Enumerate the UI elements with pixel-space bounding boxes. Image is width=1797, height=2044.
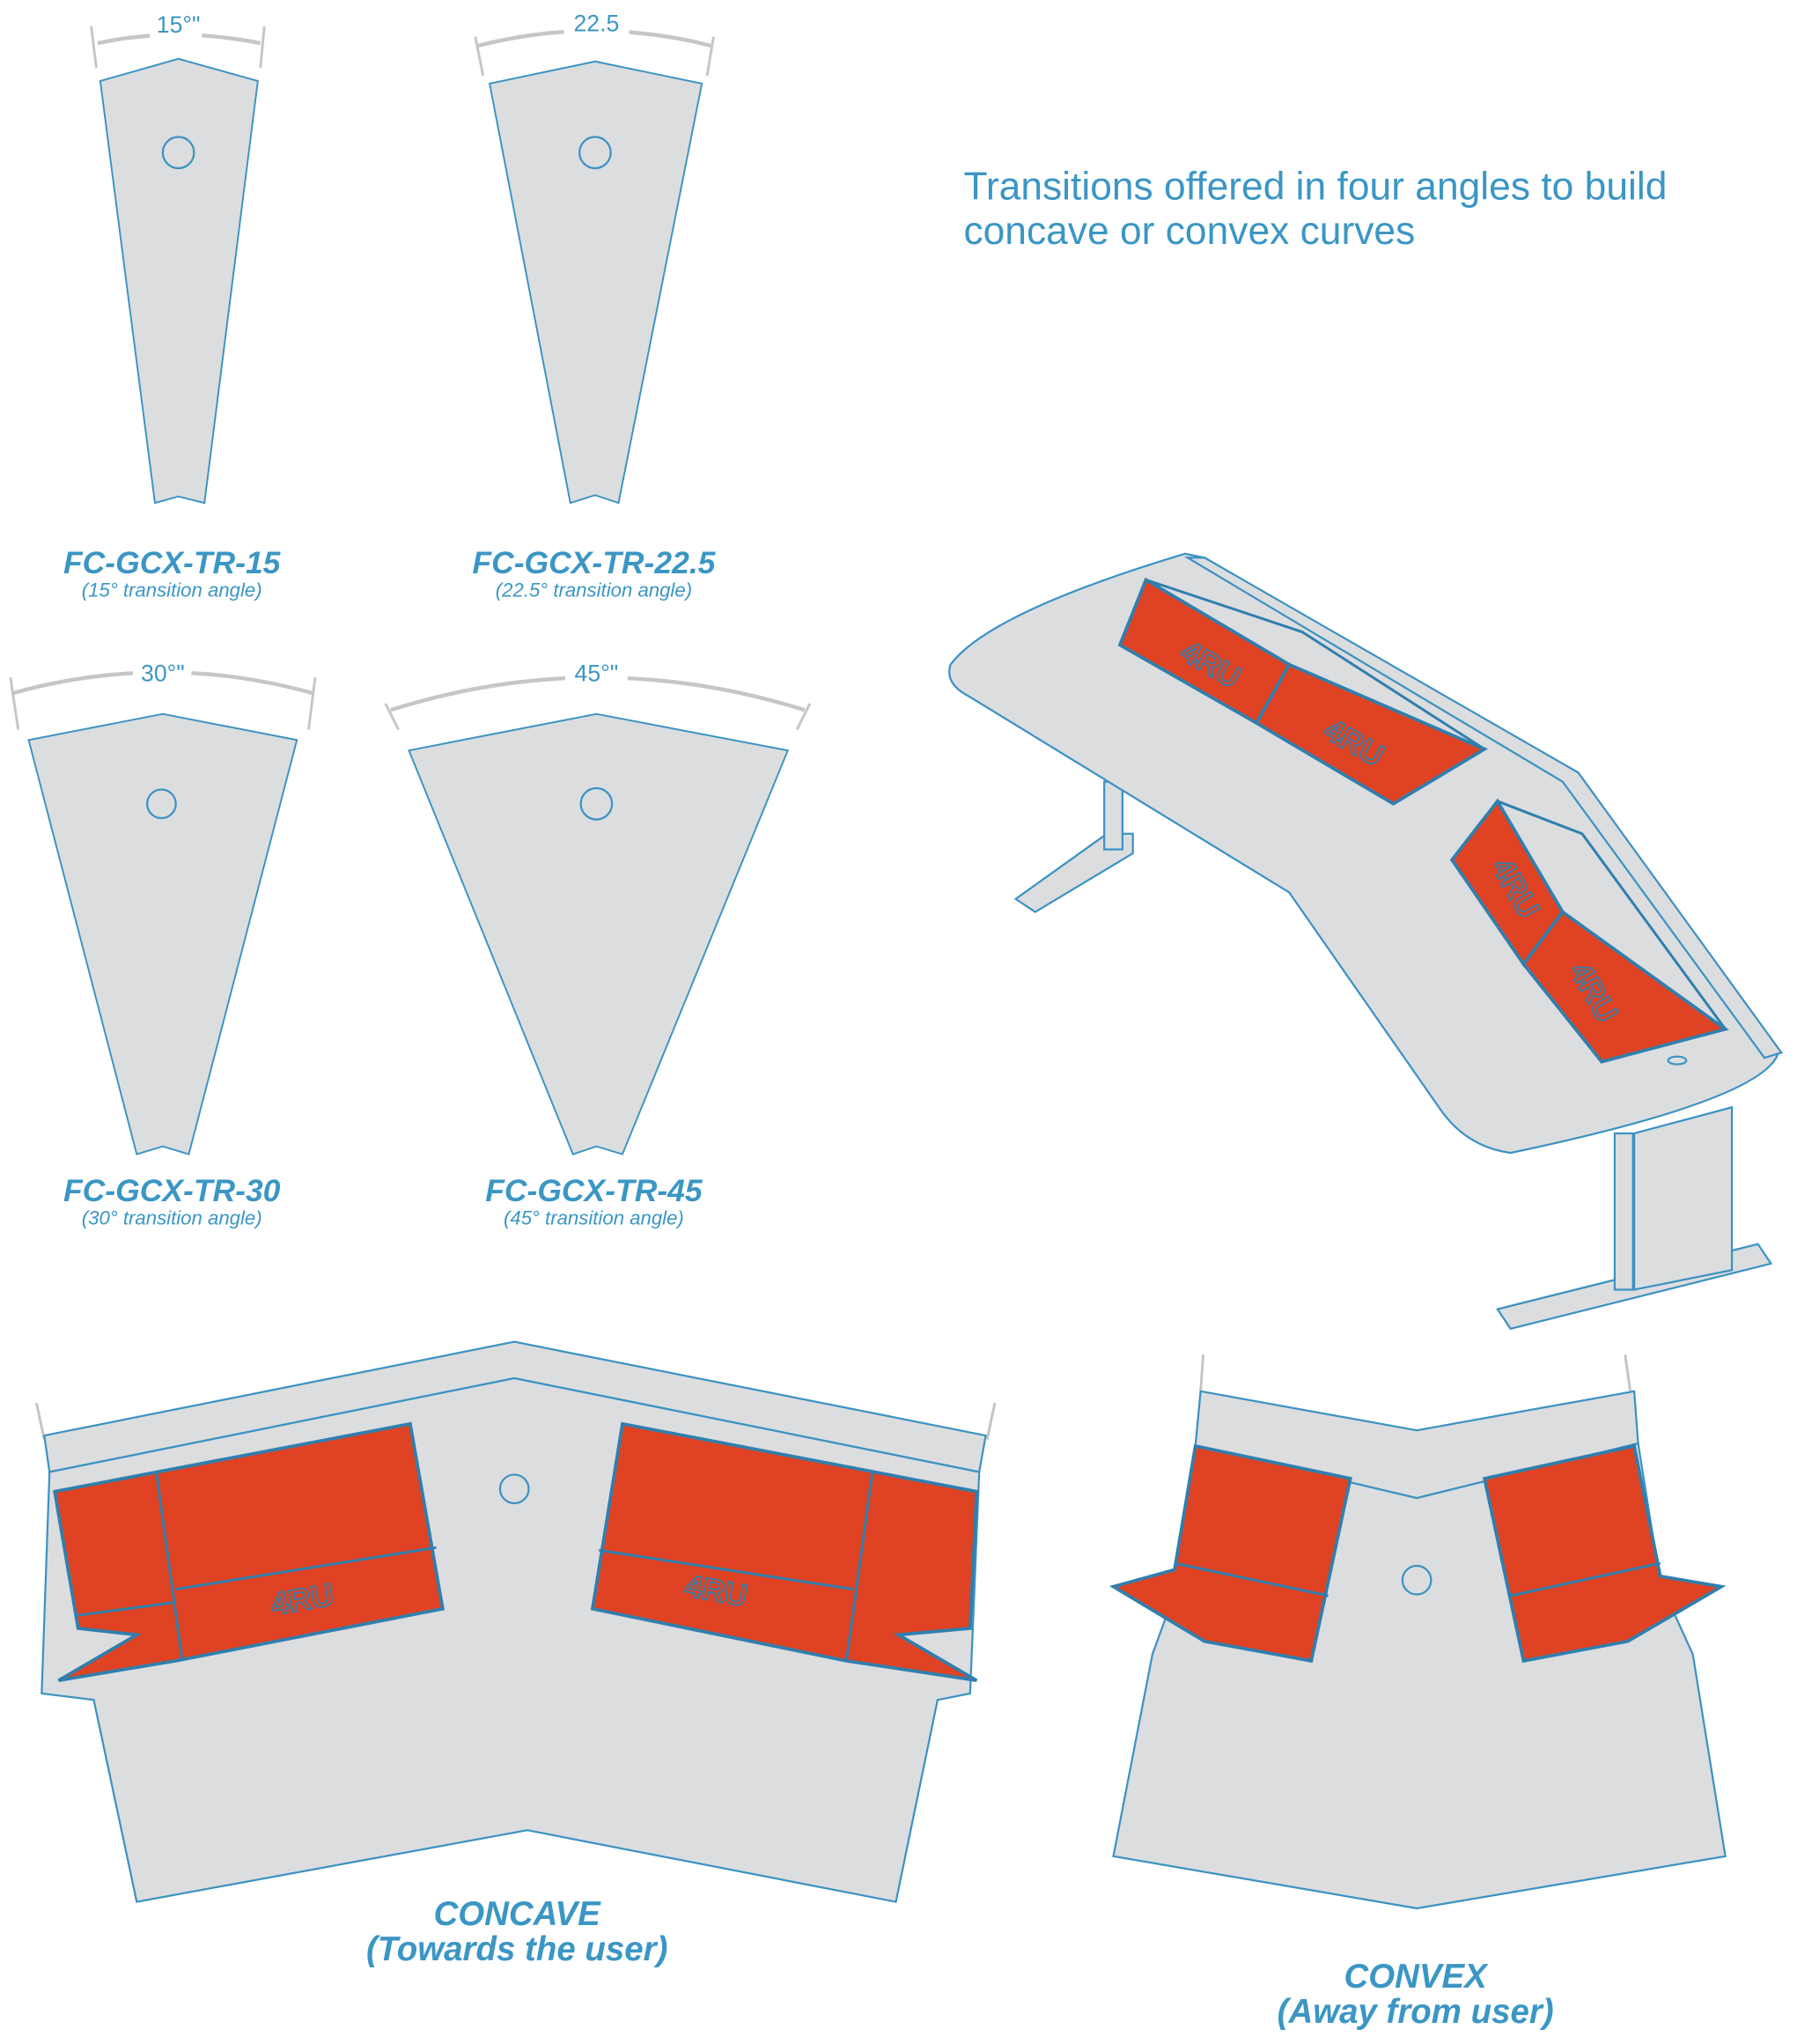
part-code: FC-GCX-TR-15 — [63, 545, 282, 580]
headline-line-2: concave or convex curves — [963, 210, 1415, 253]
part-description: (15° transition angle) — [82, 579, 262, 601]
dimension-label: 15°" — [157, 11, 201, 38]
part-code: FC-GCX-TR-30 — [63, 1173, 281, 1208]
part-code: FC-GCX-TR-22.5 — [472, 545, 716, 580]
concave-title: CONCAVE — [433, 1895, 601, 1933]
convex-title: CONVEX — [1344, 1958, 1489, 1996]
headline-line-1: Transitions offered in four angles to bu… — [963, 166, 1667, 209]
part-description: (45° transition angle) — [504, 1206, 684, 1229]
part-description: (30° transition angle) — [82, 1206, 262, 1229]
convex-subtitle: (Away from user) — [1278, 1993, 1554, 2031]
convex-illustration: CONVEX (Away from user) — [1108, 1354, 1727, 2031]
dimension-label: 45°" — [575, 660, 619, 687]
concave-subtitle: (Towards the user) — [366, 1930, 667, 1968]
piece-tr-22-5: 22.5 FC-GCX-TR-22.5 (22.5° transition an… — [472, 8, 717, 601]
part-code: FC-GCX-TR-45 — [485, 1173, 703, 1208]
concave-illustration: 4RU 4RU CONCAVE (Towards the user) — [34, 1340, 997, 1968]
dimension-label: 30°" — [141, 660, 185, 687]
dimension-label: 22.5 — [573, 11, 619, 37]
piece-tr-15: 15°" FC-GCX-TR-15 (15° transition angle) — [63, 11, 282, 601]
piece-tr-45: 45°" FC-GCX-TR-45 (45° transition angle) — [384, 658, 812, 1229]
part-description: (22.5° transition angle) — [496, 579, 692, 601]
piece-tr-30: 30°" FC-GCX-TR-30 (30° transition angle) — [9, 658, 317, 1229]
desk-isometric-illustration: 4RU 4RU 4RU 4RU — [948, 552, 1784, 1331]
